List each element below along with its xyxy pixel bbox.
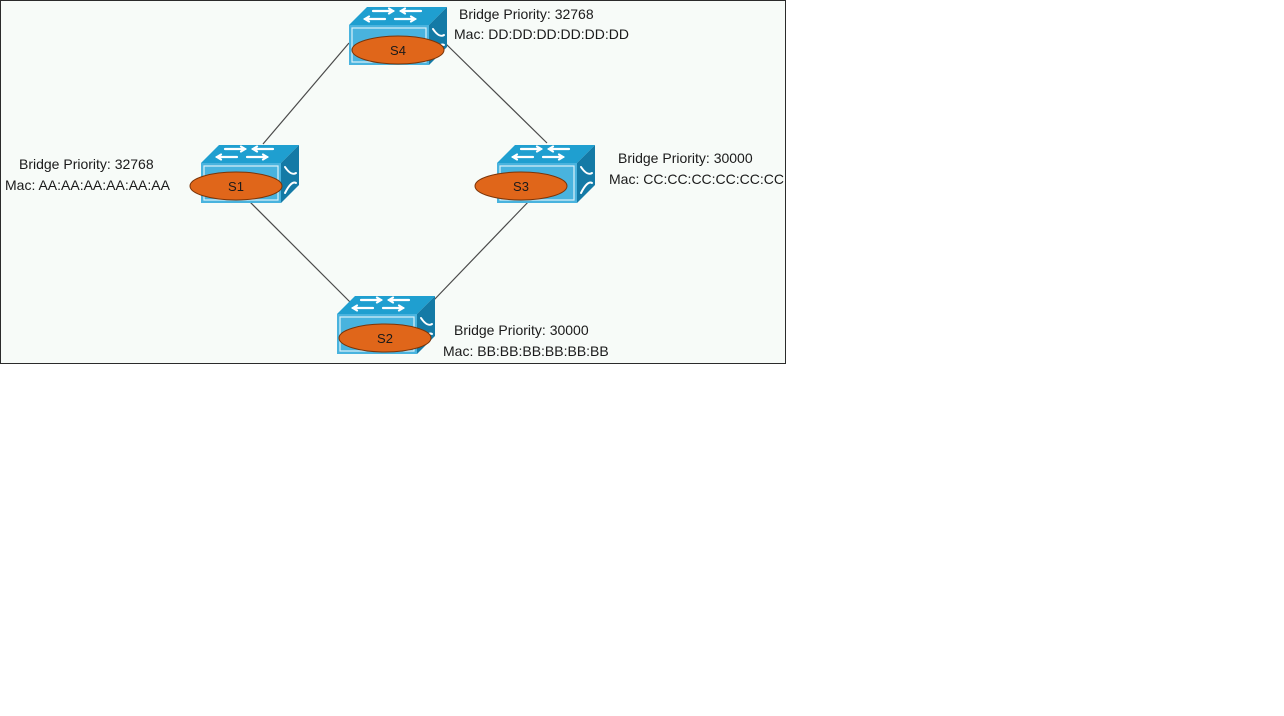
switch-s2[interactable]: S2 — [335, 294, 437, 356]
switch-s2-labels: Bridge Priority: 30000 Mac: BB:BB:BB:BB:… — [443, 322, 609, 359]
link-s4-s3 — [444, 42, 548, 144]
s2-mac-label: Mac: BB:BB:BB:BB:BB:BB — [443, 343, 609, 359]
link-s1-s2 — [244, 196, 352, 304]
s2-priority-label: Bridge Priority: 30000 — [454, 322, 589, 338]
switch-name-tag — [189, 171, 283, 201]
switch-name-label: S2 — [377, 331, 393, 346]
s1-priority-label: Bridge Priority: 32768 — [19, 156, 154, 172]
s4-priority-label: Bridge Priority: 32768 — [459, 6, 594, 22]
switch-s1[interactable]: S1 — [189, 143, 301, 205]
switch-s1-labels: Bridge Priority: 32768 Mac: AA:AA:AA:AA:… — [5, 156, 171, 193]
s3-mac-label: Mac: CC:CC:CC:CC:CC:CC — [609, 171, 784, 187]
switch-name-tag — [474, 171, 568, 201]
switch-s4-labels: Bridge Priority: 32768 Mac: DD:DD:DD:DD:… — [454, 6, 629, 42]
link-s2-s3 — [432, 198, 532, 302]
link-s1-s4 — [262, 42, 350, 145]
switch-name-tag — [338, 323, 432, 353]
switch-s4[interactable]: S4 — [347, 5, 449, 67]
switch-s3[interactable]: S3 — [474, 143, 597, 205]
links-layer — [244, 42, 548, 304]
switch-name-tag — [351, 35, 445, 65]
switch-name-label: S4 — [390, 43, 406, 58]
switch-name-label: S3 — [513, 179, 529, 194]
s1-mac-label: Mac: AA:AA:AA:AA:AA:AA — [5, 177, 171, 193]
switch-name-label: S1 — [228, 179, 244, 194]
s3-priority-label: Bridge Priority: 30000 — [618, 150, 753, 166]
switch-s3-labels: Bridge Priority: 30000 Mac: CC:CC:CC:CC:… — [609, 150, 784, 187]
s4-mac-label: Mac: DD:DD:DD:DD:DD:DD — [454, 26, 629, 42]
